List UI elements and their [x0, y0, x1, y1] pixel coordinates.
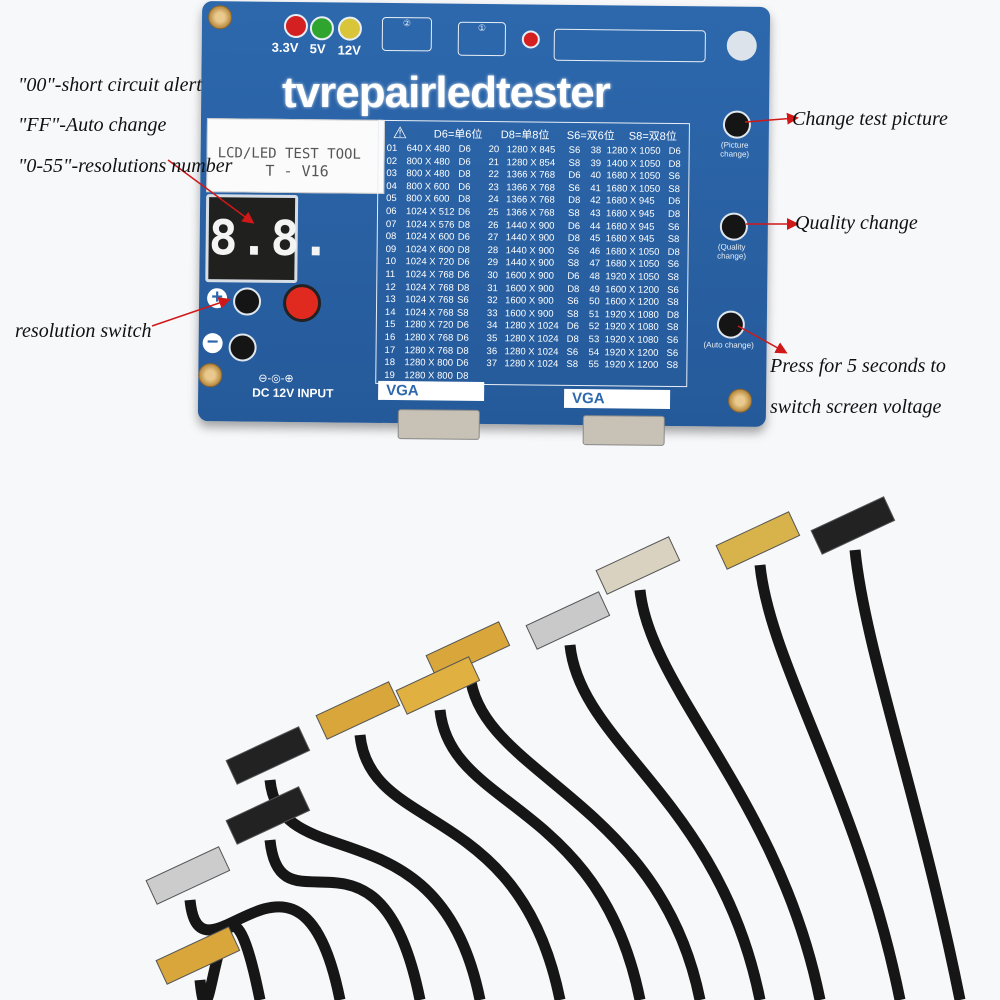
- cable-connector: [395, 656, 481, 715]
- arrow-switch: [151, 297, 231, 327]
- annotation-resolutions: "0-55"-resolutions number: [18, 155, 233, 177]
- annotation-press-line2: switch screen voltage: [770, 396, 942, 418]
- cable-connector: [595, 536, 681, 595]
- arrow-auto: [737, 325, 788, 354]
- annotation-quality-change: Quality change: [795, 212, 918, 234]
- annotation-change-picture: Change test picture: [792, 108, 948, 130]
- cable: [354, 734, 566, 1000]
- watermark: tvrepairledtester: [282, 68, 611, 117]
- arrow-picture: [744, 112, 799, 125]
- cable: [184, 899, 346, 1000]
- arrow-display: [167, 159, 255, 224]
- cable-connector: [810, 496, 896, 555]
- cable-connector: [145, 846, 231, 905]
- cable-connector: [225, 726, 311, 785]
- cable-connector: [225, 786, 311, 845]
- cable-connector: [425, 621, 511, 680]
- cable: [464, 674, 706, 1000]
- annotation-press-line1: Press for 5 seconds to: [770, 355, 946, 377]
- annotation-short-circuit: "00"-short circuit alert: [18, 74, 202, 96]
- cable: [264, 839, 426, 1000]
- cable: [434, 709, 646, 1000]
- cable: [849, 549, 966, 1000]
- annotation-resolution-switch: resolution switch: [15, 320, 152, 342]
- cable-connector: [155, 926, 241, 985]
- cable-connector: [715, 511, 801, 570]
- annotation-auto-change: "FF"-Auto change: [18, 114, 167, 136]
- cable-connector: [525, 591, 611, 650]
- cable: [634, 589, 826, 1000]
- cable-connector: [315, 681, 401, 740]
- cable: [564, 644, 766, 1000]
- cable: [754, 564, 906, 1000]
